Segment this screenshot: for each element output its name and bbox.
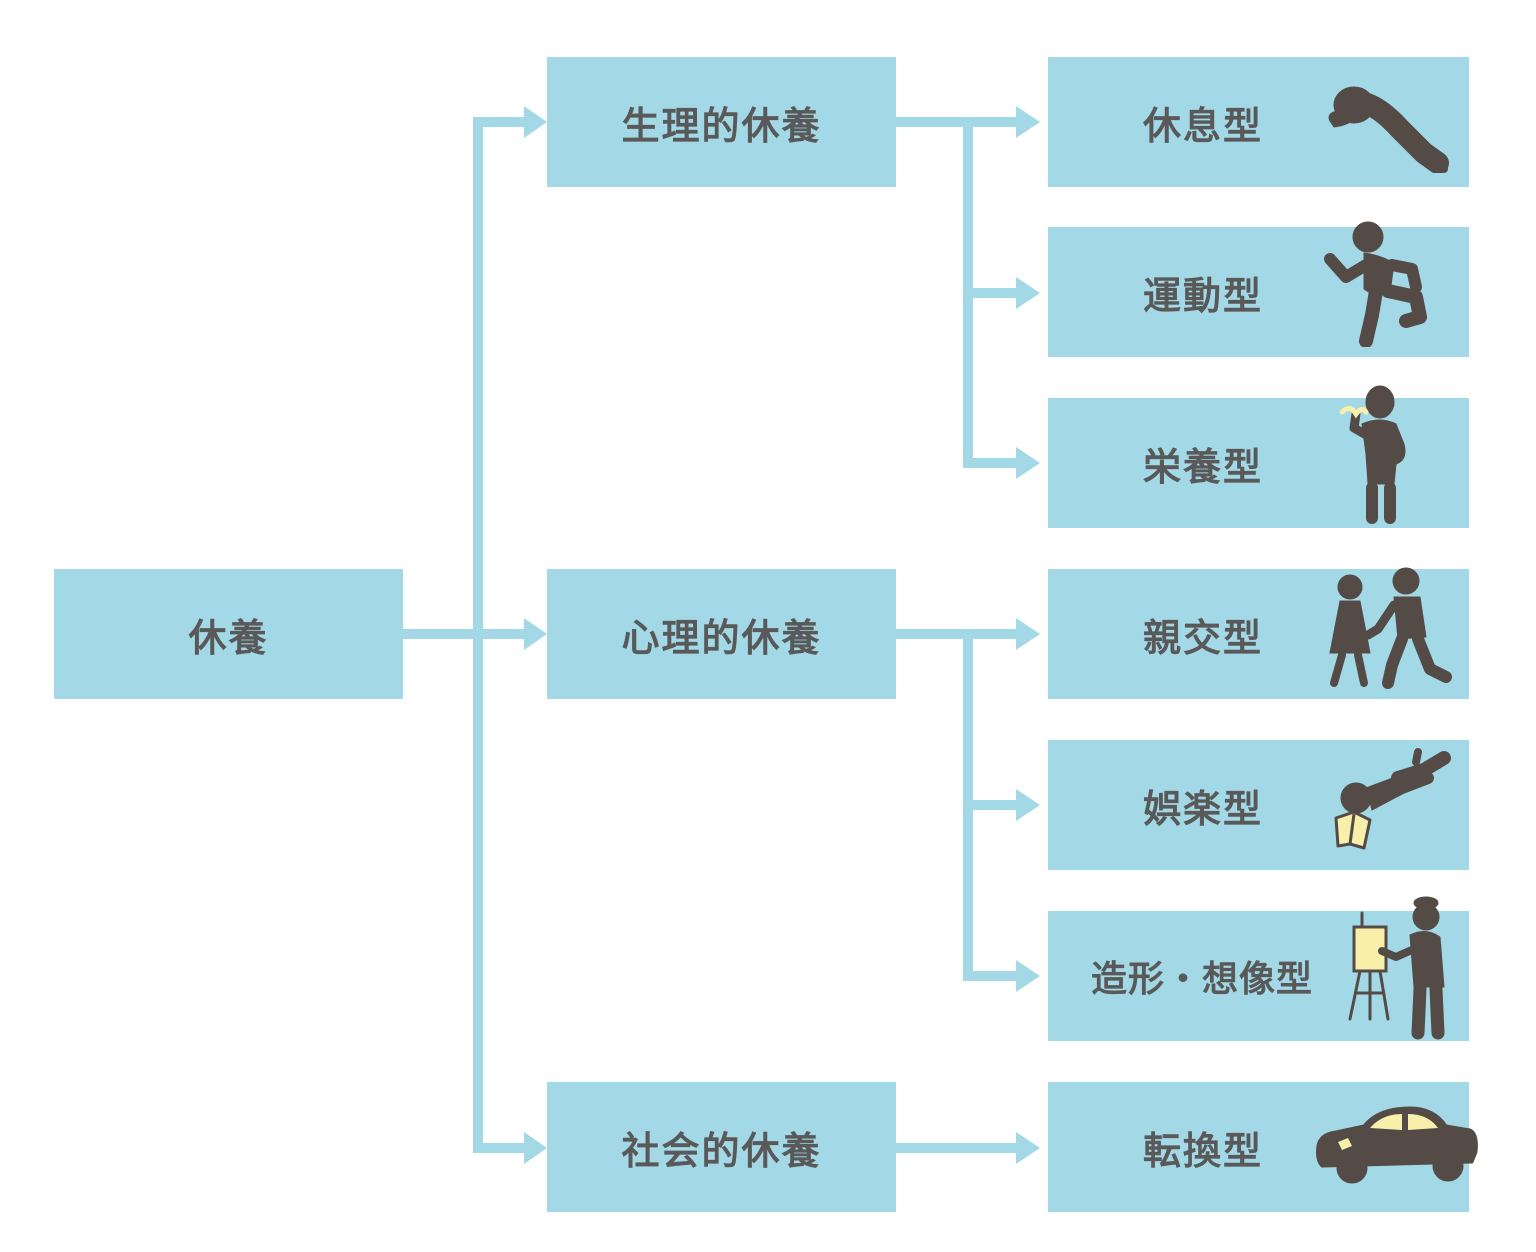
category-node-physiological: 生理的休養 bbox=[547, 57, 896, 187]
arrowhead bbox=[1016, 106, 1040, 138]
type-label: 造形・想像型 bbox=[1090, 959, 1313, 1000]
category-node-psychological: 心理的休養 bbox=[547, 569, 896, 699]
root-node: 休養 bbox=[54, 569, 403, 699]
running-person-icon bbox=[1324, 221, 1427, 347]
car-window-rear bbox=[1408, 1114, 1438, 1130]
eating-person-icon bbox=[1339, 385, 1406, 524]
car-window-front bbox=[1370, 1114, 1402, 1130]
arrowhead bbox=[524, 1132, 547, 1164]
type-label: 転換型 bbox=[1142, 1128, 1263, 1173]
couple-walking-icon bbox=[1329, 567, 1452, 689]
type-label: 娯楽型 bbox=[1142, 786, 1263, 831]
category-label: 生理的休養 bbox=[621, 103, 822, 148]
arrowhead bbox=[1016, 447, 1040, 479]
type-label: 運動型 bbox=[1142, 273, 1263, 318]
category-label: 心理的休養 bbox=[621, 615, 822, 660]
type-node-rest: 休息型 bbox=[1048, 57, 1469, 187]
arrowhead bbox=[1016, 618, 1040, 650]
car-icon bbox=[1316, 1106, 1478, 1184]
root-label: 休養 bbox=[188, 615, 269, 660]
type-node-change: 転換型 bbox=[1048, 1082, 1478, 1212]
lying-person-icon bbox=[1328, 86, 1449, 173]
banana-icon bbox=[1339, 406, 1369, 419]
arrowhead bbox=[1016, 789, 1040, 821]
type-label: 親交型 bbox=[1142, 615, 1263, 660]
type-label: 栄養型 bbox=[1142, 444, 1263, 489]
car-headlight bbox=[1338, 1138, 1352, 1150]
type-node-nutrition: 栄養型 bbox=[1048, 385, 1469, 528]
arrowhead bbox=[1016, 277, 1040, 309]
arrowhead bbox=[524, 106, 547, 138]
type-node-creative: 造形・想像型 bbox=[1048, 896, 1469, 1041]
arrowhead bbox=[1016, 960, 1040, 992]
type-node-exercise: 運動型 bbox=[1048, 221, 1469, 357]
category-node-social: 社会的休養 bbox=[547, 1082, 896, 1212]
reading-person-icon bbox=[1334, 748, 1451, 850]
arrowhead bbox=[524, 618, 547, 650]
category-label: 社会的休養 bbox=[621, 1128, 822, 1173]
type-node-entertainment: 娯楽型 bbox=[1048, 740, 1469, 870]
easel-icon bbox=[1348, 911, 1390, 1021]
arrowhead bbox=[1016, 1132, 1040, 1164]
painter-easel-icon bbox=[1348, 896, 1445, 1040]
type-label: 休息型 bbox=[1142, 103, 1263, 148]
type-node-companionship: 親交型 bbox=[1048, 567, 1469, 699]
